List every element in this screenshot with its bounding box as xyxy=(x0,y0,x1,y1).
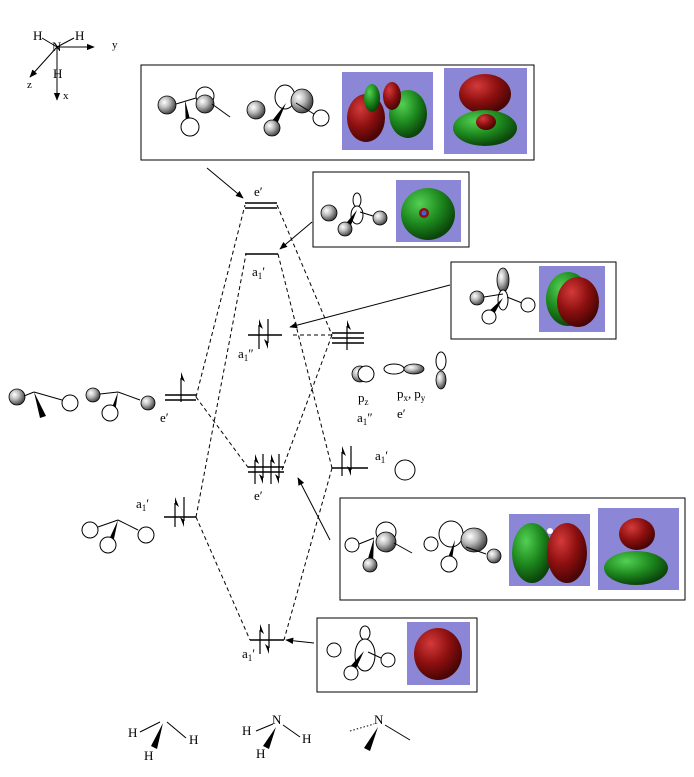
orbital-box-a1-prime-bonding xyxy=(316,617,478,693)
electron-up xyxy=(341,445,346,477)
mol2-h-right: H xyxy=(302,731,311,746)
label-pz: pz xyxy=(358,390,369,407)
electron-down xyxy=(264,318,269,350)
n-p-orbitals: pz px,py a1″ e′ xyxy=(351,351,447,427)
axis-frame: H H N H y z x xyxy=(27,28,118,102)
orbital-box-e-prime-bonding xyxy=(339,497,686,601)
mol2-n: N xyxy=(272,712,282,727)
label-a1-prime-right: a1′ xyxy=(375,448,388,465)
electron-up xyxy=(174,496,179,528)
orbital-box-e-prime-antibonding xyxy=(140,64,535,161)
axis-y-label: y xyxy=(112,39,118,51)
electron-up xyxy=(270,453,275,485)
electron-down xyxy=(265,623,270,655)
axis-n: N xyxy=(52,39,62,54)
label-a1-prime-left: a1′ xyxy=(136,496,149,513)
electron-up xyxy=(259,623,264,655)
label-e-prime-center: e′ xyxy=(254,488,263,503)
electron-up xyxy=(180,371,185,403)
label-a1-prime-bottom: a1′ xyxy=(242,646,255,663)
axis-h-top-right: H xyxy=(75,28,84,43)
ammonia: H N H H xyxy=(242,712,311,761)
orbital-box-a1-prime-antibonding xyxy=(312,171,470,248)
mol1-h-left: H xyxy=(128,725,137,740)
mol2-h-left: H xyxy=(242,723,251,738)
pointer-arrow xyxy=(289,284,451,329)
label-px-py: px,py xyxy=(397,386,426,403)
right-fragment-levels: a1′ xyxy=(332,319,416,481)
electron-down xyxy=(347,445,352,477)
left-fragment-levels: e′ a1′ xyxy=(136,371,196,528)
bottom-structures: H H H H N H H N xyxy=(128,712,411,763)
label-a1-prime-mid: a1′ xyxy=(252,264,265,281)
electron-up xyxy=(258,318,263,350)
axis-h-top-left: H xyxy=(33,28,42,43)
mol3-n: N xyxy=(374,712,384,727)
label-a1-double-prime-n: a1″ xyxy=(357,410,373,427)
electron-up xyxy=(346,319,351,351)
pointer-arrow xyxy=(297,477,331,541)
mo-levels: e′ a1′ a1″ e′ a1′ xyxy=(238,184,284,663)
label-e-prime-n: e′ xyxy=(397,406,406,421)
electron-down xyxy=(180,496,185,528)
nitrogen-fragment: N xyxy=(349,712,411,751)
label-e-prime-left: e′ xyxy=(160,410,169,425)
s-orbital-icon xyxy=(394,459,416,481)
axis-h-bottom: H xyxy=(53,66,62,81)
left-fragment-cartoons xyxy=(8,387,156,554)
axis-x-label: x xyxy=(63,90,69,102)
pointer-arrow xyxy=(206,167,244,199)
correlation-lines xyxy=(195,204,333,641)
methyl-fragment: H H H xyxy=(128,721,198,763)
orbital-box-a1-double-prime xyxy=(450,261,617,340)
electron-down xyxy=(275,453,280,485)
electron-up xyxy=(254,453,259,485)
pointer-arrow xyxy=(285,637,315,644)
mol2-h-bottom: H xyxy=(256,746,265,761)
label-a1-double-prime: a1″ xyxy=(238,346,254,363)
axis-z-label: z xyxy=(27,79,32,91)
mol1-h-bottom: H xyxy=(144,748,153,763)
label-e-prime-top: e′ xyxy=(254,184,263,199)
pointer-arrow xyxy=(279,221,313,250)
electron-down xyxy=(259,453,264,485)
mol1-h-right: H xyxy=(189,732,198,747)
